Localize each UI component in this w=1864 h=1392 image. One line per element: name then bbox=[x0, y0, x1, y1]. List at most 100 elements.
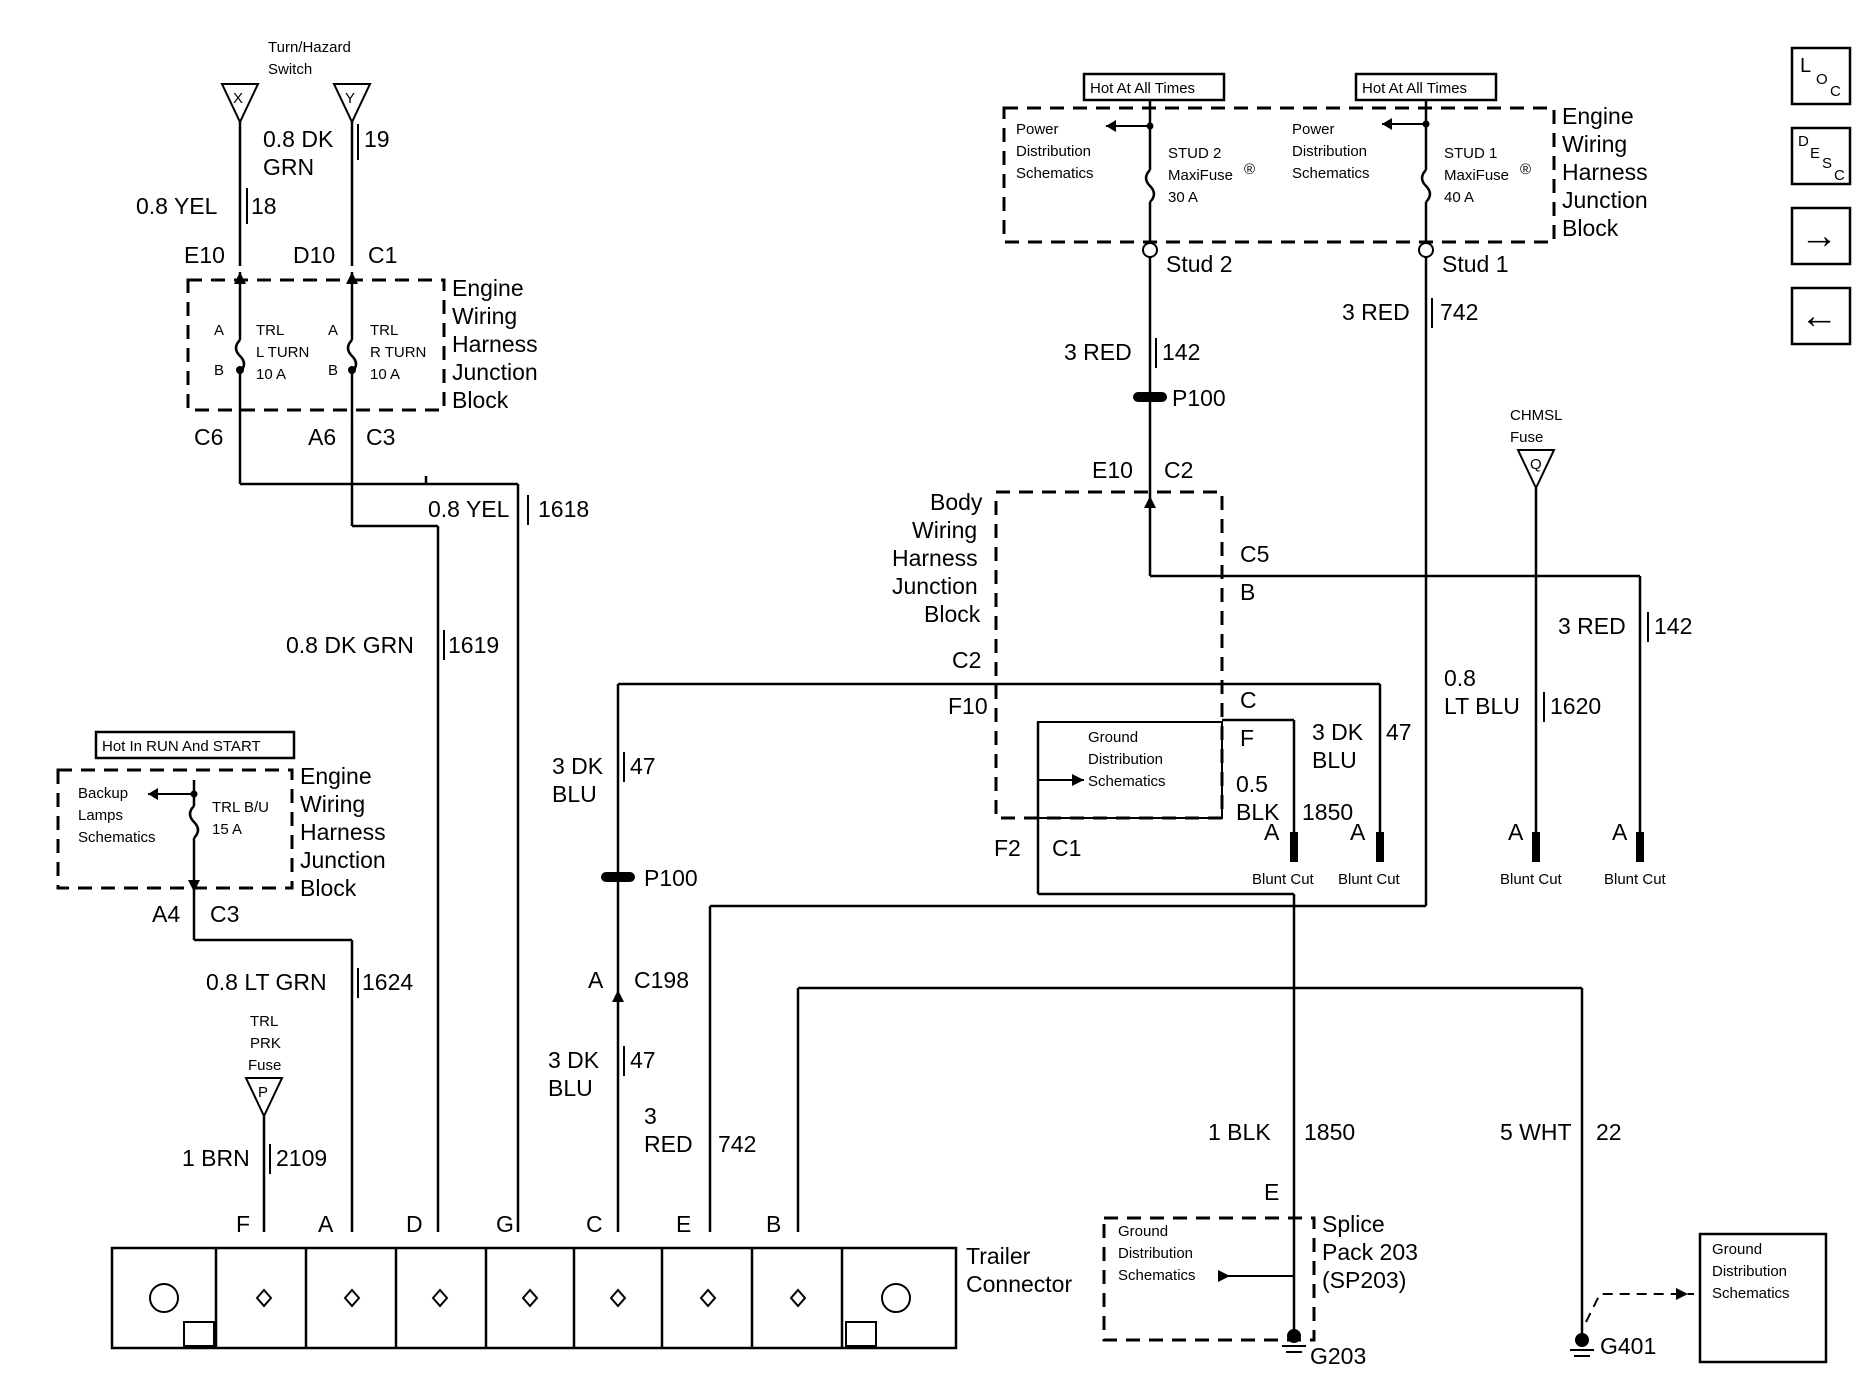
splice-pin-e: E bbox=[1264, 1179, 1279, 1205]
fuse-r-b: B bbox=[328, 362, 338, 379]
fuse-l-a: A bbox=[214, 322, 224, 339]
bwhjb-title-1: Body bbox=[930, 489, 983, 515]
bw-gds-3: Schematics bbox=[1088, 773, 1166, 790]
ewhjb-right-title-2: Wiring bbox=[1562, 131, 1627, 157]
p100-lower: P100 bbox=[644, 865, 698, 891]
wire-18-circuit: 18 bbox=[251, 193, 277, 219]
backup-title-4: Junction bbox=[300, 847, 386, 873]
fuse-stud2-3: 30 A bbox=[1168, 189, 1198, 206]
p100-lower-icon bbox=[601, 872, 635, 882]
hot-left-text: Hot At All Times bbox=[1090, 80, 1195, 97]
marker-x: X bbox=[233, 90, 243, 107]
fuse-l-b: B bbox=[214, 362, 224, 379]
splice-title-2: Pack 203 bbox=[1322, 1239, 1418, 1265]
ground-g203: G203 bbox=[1310, 1343, 1366, 1369]
backup-sch-3: Schematics bbox=[78, 829, 156, 846]
hot-right-label bbox=[1354, 72, 1498, 102]
ewhjb-right-title-5: Block bbox=[1562, 215, 1619, 241]
marker-y: Y bbox=[345, 90, 355, 107]
fuse-l-2: L TURN bbox=[256, 344, 309, 361]
ewhjb-top-title-2: Wiring bbox=[452, 303, 517, 329]
splice-title-3: (SP203) bbox=[1322, 1267, 1406, 1293]
loc-button[interactable]: L O C bbox=[1790, 46, 1852, 106]
ewhjb-right-box bbox=[1002, 106, 1556, 244]
backup-sch-1: Backup bbox=[78, 785, 128, 802]
blunt-pin-a-3: A bbox=[1508, 819, 1524, 845]
ewhjb-top-title-3: Harness bbox=[452, 331, 538, 357]
trl-prk-3: Fuse bbox=[248, 1057, 281, 1074]
connector-y-icon bbox=[332, 83, 372, 125]
trl-prk-1: TRL bbox=[250, 1013, 278, 1030]
conn-c1: C1 bbox=[368, 242, 397, 268]
svg-text:S: S bbox=[1822, 155, 1832, 172]
chmsl-fuse-2: Fuse bbox=[1510, 429, 1543, 446]
trailer-pin-b: B bbox=[766, 1211, 781, 1237]
trailer-title-1: Trailer bbox=[966, 1243, 1031, 1269]
next-button[interactable]: → bbox=[1790, 206, 1852, 266]
ewhjb-top-title-4: Junction bbox=[452, 359, 538, 385]
trailer-pin-f: F bbox=[236, 1211, 250, 1237]
bw-conn-c5: C5 bbox=[1240, 541, 1269, 567]
backup-title-3: Harness bbox=[300, 819, 386, 845]
ground-g203-icon bbox=[1287, 1329, 1301, 1343]
backup-fuse-2: 15 A bbox=[212, 821, 242, 838]
arrow-right-icon: → bbox=[1800, 215, 1838, 257]
pds-left-2: Distribution bbox=[1016, 143, 1091, 160]
hot-left-label bbox=[1082, 72, 1226, 102]
switch-label-line2: Switch bbox=[268, 61, 312, 78]
fuse-stud2-reg: ® bbox=[1244, 161, 1255, 178]
bw-conn-c2-left: C2 bbox=[952, 647, 981, 673]
wire-1850-mid-color-1: 0.5 bbox=[1236, 771, 1268, 797]
backup-fuse-1: TRL B/U bbox=[212, 799, 269, 816]
fuse-stud2-1: STUD 2 bbox=[1168, 145, 1221, 162]
bwhjb-title-3: Harness bbox=[892, 545, 978, 571]
wire-19-color-1: 0.8 DK bbox=[263, 126, 334, 152]
backup-title-1: Engine bbox=[300, 763, 372, 789]
wire-742-top-color: 3 RED bbox=[1342, 299, 1410, 325]
wire-742-top-circuit: 742 bbox=[1440, 299, 1478, 325]
wire-47-left-circuit: 47 bbox=[630, 753, 656, 779]
arrow-left-icon: ← bbox=[1800, 295, 1838, 337]
turn-hazard-switch: Turn/Hazard Switch X Y bbox=[220, 39, 372, 125]
blunt-cut-1: Blunt Cut bbox=[1252, 871, 1315, 888]
chmsl-fuse-1: CHMSL bbox=[1510, 407, 1563, 424]
fuse-r-a: A bbox=[328, 322, 338, 339]
wire-142-top-circuit: 142 bbox=[1162, 339, 1200, 365]
wire-142-right-color: 3 RED bbox=[1558, 613, 1626, 639]
splice-box bbox=[1102, 1216, 1316, 1342]
fuse-r-3: 10 A bbox=[370, 366, 400, 383]
wire-2109-circuit: 2109 bbox=[276, 1145, 327, 1171]
pds-left-1: Power bbox=[1016, 121, 1059, 138]
fuse-l-1: TRL bbox=[256, 322, 284, 339]
wire-47-mid-color-2: BLU bbox=[1312, 747, 1357, 773]
connector-p-icon bbox=[244, 1077, 284, 1119]
fuse-stud1-1: STUD 1 bbox=[1444, 145, 1497, 162]
bwhjb-title-5: Block bbox=[924, 601, 981, 627]
p100-top: P100 bbox=[1172, 385, 1226, 411]
wire-142-right-circuit: 142 bbox=[1654, 613, 1692, 639]
wire-47-lower-color-1: 3 DK bbox=[548, 1047, 600, 1073]
bwhjb-title-2: Wiring bbox=[912, 517, 977, 543]
wire-47-left-color-1: 3 DK bbox=[552, 753, 604, 779]
wire-1619-color: 0.8 DK GRN bbox=[286, 632, 414, 658]
bw-pin-f2: F2 bbox=[994, 835, 1021, 861]
hot-right-text: Hot At All Times bbox=[1362, 80, 1467, 97]
desc-button[interactable]: D E S C bbox=[1790, 126, 1852, 186]
trailer-pin-c: C bbox=[586, 1211, 603, 1237]
stud2-label: Stud 2 bbox=[1166, 251, 1233, 277]
ewhjb-top-title-1: Engine bbox=[452, 275, 524, 301]
svg-text:O: O bbox=[1816, 71, 1828, 88]
g401-gds-1: Ground bbox=[1712, 1241, 1762, 1258]
wire-19-circuit: 19 bbox=[364, 126, 390, 152]
bw-conn-c1: C1 bbox=[1052, 835, 1081, 861]
c198-conn: C198 bbox=[634, 967, 689, 993]
wire-22-color: 5 WHT bbox=[1500, 1119, 1572, 1145]
stud1-terminal bbox=[1418, 242, 1434, 258]
svg-text:E: E bbox=[1810, 145, 1820, 162]
blunt-pin-a-2: A bbox=[1350, 819, 1366, 845]
prev-button[interactable]: ← bbox=[1790, 286, 1852, 346]
ewhjb-top-title-5: Block bbox=[452, 387, 509, 413]
ewhjb-top-box bbox=[186, 278, 446, 412]
blunt-cut-3: Blunt Cut bbox=[1500, 871, 1563, 888]
fuse-l-3: 10 A bbox=[256, 366, 286, 383]
